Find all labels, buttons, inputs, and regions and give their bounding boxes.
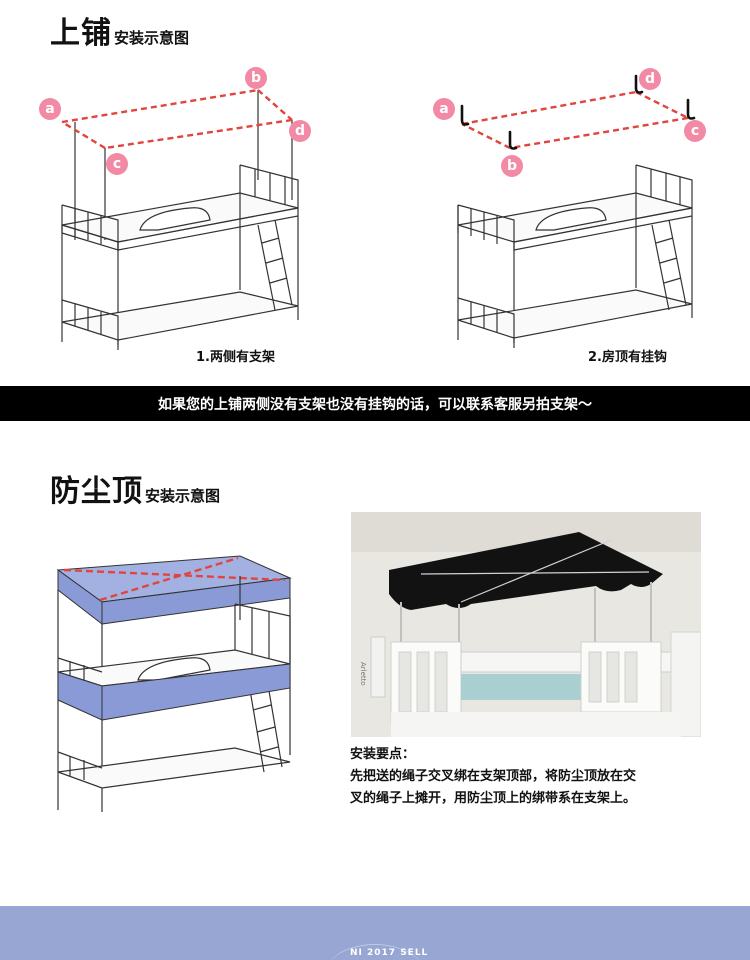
caption-side-supports: 1.两侧有支架 xyxy=(196,350,275,365)
section1-title-sub: 安装示意图 xyxy=(114,29,190,47)
footer-band: NI 2017 SELL xyxy=(0,906,750,960)
photo-book-label: Arletto xyxy=(359,662,367,686)
canopy-photo-illustration xyxy=(351,512,701,737)
notes-line-1: 先把送的绳子交叉绑在支架顶部，将防尘顶放在交 xyxy=(350,769,637,784)
product-photo: Arletto xyxy=(351,512,701,737)
notice-banner: 如果您的上铺两侧没有支架也没有挂钩的话，可以联系客服另拍支架～ xyxy=(0,386,750,421)
marker-b-left: b xyxy=(245,67,267,89)
marker-b-right: b xyxy=(501,155,523,177)
footer-text: NI 2017 SELL xyxy=(350,948,429,958)
bunk-diagram-side-supports xyxy=(61,88,299,350)
section1-title: 上铺安装示意图 xyxy=(50,8,189,52)
marker-c-right: c xyxy=(684,120,706,142)
marker-d-right: d xyxy=(639,68,661,90)
footer-badge-circle xyxy=(325,944,425,960)
installation-notes: 安装要点： 先把送的绳子交叉绑在支架顶部，将防尘顶放在交 叉的绳子上摊开，用防尘… xyxy=(350,744,730,810)
marker-c-left: c xyxy=(106,153,128,175)
marker-a-left: a xyxy=(39,98,61,120)
notes-title: 安装要点： xyxy=(350,747,416,762)
section2-title-sub: 安装示意图 xyxy=(145,487,221,505)
dust-canopy-diagram xyxy=(56,555,292,812)
notes-line-2: 叉的绳子上摊开，用防尘顶上的绑带系在支架上。 xyxy=(350,791,637,806)
section2-title-main: 防尘顶 xyxy=(50,474,143,509)
caption-ceiling-hooks: 2.房顶有挂钩 xyxy=(588,350,667,365)
section1-title-main: 上铺 xyxy=(50,16,112,51)
bunk-diagram-ceiling-hooks xyxy=(457,74,696,348)
section2-title: 防尘顶安装示意图 xyxy=(50,466,220,510)
marker-d-left: d xyxy=(289,120,311,142)
notice-banner-text: 如果您的上铺两侧没有支架也没有挂钩的话，可以联系客服另拍支架～ xyxy=(158,396,592,413)
marker-a-right: a xyxy=(433,98,455,120)
